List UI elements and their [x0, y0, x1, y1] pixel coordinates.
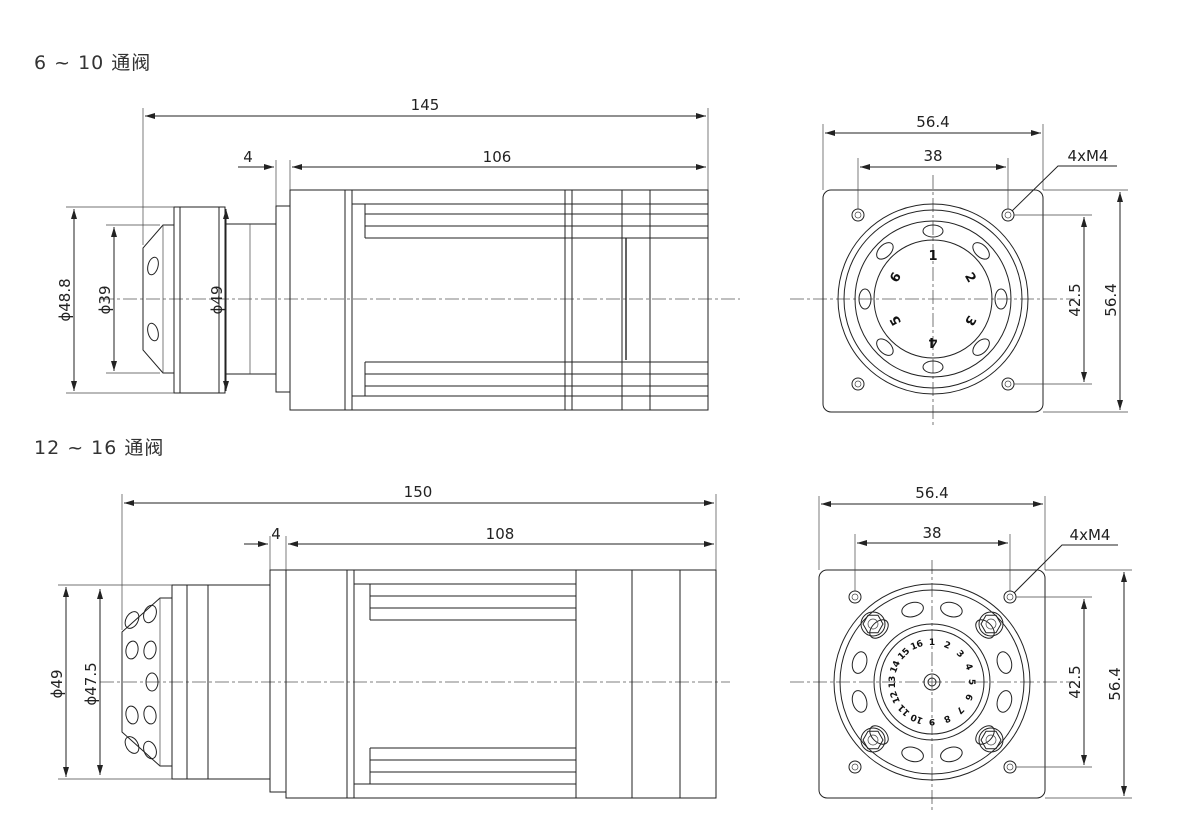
port-number: 3	[961, 313, 979, 328]
port-number: 7	[954, 704, 966, 716]
port-number: 4	[928, 334, 937, 349]
thread-callout: 4xM4	[1068, 147, 1109, 165]
port-number: 13	[888, 676, 898, 689]
dim-overall-length: 150	[404, 483, 433, 501]
dim-height: 56.4	[1106, 667, 1124, 700]
side-view-12-16: 150 4 108 ϕ49 ϕ47.5	[48, 483, 730, 799]
side-view-6-10: 145 4 106 ϕ48.8 ϕ39 ϕ49	[56, 96, 740, 411]
dim-diameter-49: ϕ49	[208, 286, 226, 315]
port-number: 2	[942, 640, 952, 652]
dim-flange-thickness: 4	[243, 148, 253, 166]
port-number: 1	[928, 249, 937, 264]
port-number: 8	[942, 712, 952, 724]
dim-width: 56.4	[915, 484, 948, 502]
port-hole	[869, 725, 889, 745]
dim-hole-pitch: 42.5	[1066, 283, 1084, 316]
hex-bolt-icon	[978, 611, 1004, 637]
port-hole	[922, 224, 944, 238]
outlet-hole	[143, 640, 157, 660]
port-number: 16	[909, 639, 924, 653]
port-number: 6	[887, 270, 905, 285]
port-hole	[922, 360, 944, 374]
dim-bolt-spacing: 38	[922, 524, 941, 542]
outlet-hole	[125, 705, 139, 725]
dim-diameter-49: ϕ49	[48, 670, 66, 699]
port-hole	[975, 619, 995, 639]
port-hole	[858, 288, 872, 310]
section-title-6-10: 6 ~ 10 通阀	[34, 52, 152, 74]
port-number: 3	[954, 649, 966, 661]
dim-width: 56.4	[916, 113, 949, 131]
port-hole	[994, 288, 1008, 310]
port-number: 11	[896, 702, 912, 718]
port-number: 15	[896, 646, 912, 662]
port-hole	[851, 651, 868, 674]
port-hole	[972, 338, 990, 356]
outlet-hole	[125, 640, 139, 660]
port-hole	[901, 601, 924, 618]
port-hole	[876, 338, 894, 356]
dim-body-length: 106	[483, 148, 512, 166]
dim-diameter-47-5: ϕ47.5	[82, 662, 100, 705]
section-title-12-16: 12 ~ 16 通阀	[34, 437, 165, 459]
hex-bolt-icon	[860, 727, 886, 753]
front-view-6-10: 1 2 3 4 5 6 56.4 38 4xM4 42.5 56.4	[790, 113, 1128, 425]
port-hole	[940, 601, 963, 618]
port-hole	[975, 725, 995, 745]
hex-bolt-icon	[978, 727, 1004, 753]
port-number: 14	[889, 659, 903, 674]
port-number: 4	[962, 662, 974, 672]
dim-diameter-39: ϕ39	[96, 286, 114, 315]
port-number: 12	[889, 689, 903, 704]
port-hole	[869, 619, 889, 639]
dim-body-length: 108	[486, 525, 515, 543]
outlet-hole	[124, 736, 140, 754]
dim-height: 56.4	[1102, 283, 1120, 316]
port-hole	[851, 690, 868, 713]
outlet-hole	[143, 604, 157, 624]
dim-bolt-spacing: 38	[923, 147, 942, 165]
port-number: 5	[966, 679, 976, 685]
port-hole	[901, 746, 924, 763]
port-hole	[972, 242, 990, 260]
port-number: 1	[929, 638, 935, 648]
port-number: 6	[962, 692, 974, 702]
outlet-hole	[145, 672, 159, 692]
port-number: 10	[909, 711, 924, 725]
port-number: 2	[961, 270, 979, 285]
dim-overall-length: 145	[411, 96, 440, 114]
port-number: 5	[887, 313, 905, 328]
port-number: 9	[929, 716, 935, 726]
dim-hole-pitch: 42.5	[1066, 665, 1084, 698]
port-hole	[876, 242, 894, 260]
dim-diameter-48-8: ϕ48.8	[56, 278, 74, 321]
dim-flange-thickness: 4	[271, 525, 281, 543]
port-hole	[940, 746, 963, 763]
port-hole	[996, 690, 1013, 713]
outlet-hole	[143, 740, 157, 760]
outlet-hole	[124, 611, 140, 629]
hex-bolt-icon	[860, 611, 886, 637]
outlet-hole	[143, 705, 157, 725]
thread-callout: 4xM4	[1070, 526, 1111, 544]
port-hole	[996, 651, 1013, 674]
